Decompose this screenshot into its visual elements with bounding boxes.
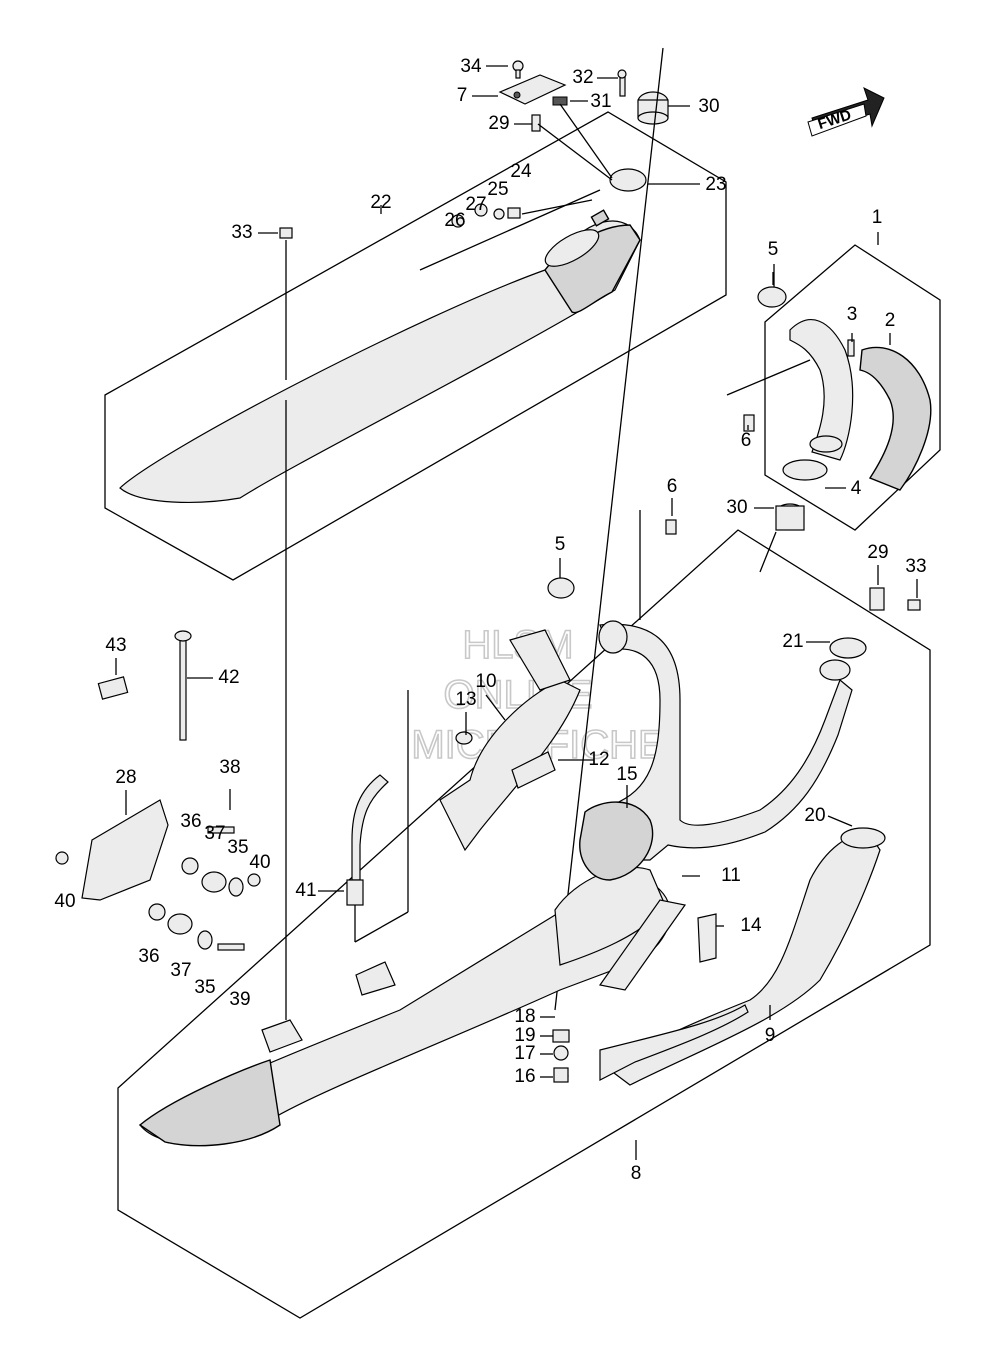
callout-label: 8 <box>631 1163 642 1184</box>
callout-label: 11 <box>721 865 741 886</box>
callout-label: 31 <box>590 91 611 112</box>
callout-label: 24 <box>510 161 532 182</box>
callout-label: 29 <box>867 542 888 563</box>
fwd-label: FWD <box>816 106 854 133</box>
callout-label: 27 <box>465 194 486 215</box>
callout-label: 36 <box>138 946 159 967</box>
heat-shield <box>598 827 886 1086</box>
callout-label: 3 <box>847 304 858 325</box>
callout-label: 14 <box>740 915 762 936</box>
callout-label: 38 <box>219 757 240 778</box>
callout-label: 35 <box>194 977 215 998</box>
lower-leaders <box>115 272 918 1160</box>
upper-hardware <box>279 60 669 239</box>
callout-label: 40 <box>249 852 270 873</box>
forward-arrow-icon: FWD <box>807 87 885 137</box>
callout-label: 2 <box>885 310 896 331</box>
callout-label: 22 <box>370 192 391 213</box>
callout-label: 5 <box>555 534 566 555</box>
callout-label: 5 <box>768 239 779 260</box>
callout-label: 15 <box>616 764 637 785</box>
callout-label: 37 <box>170 960 191 981</box>
lower-muffler-box <box>117 529 931 1319</box>
callout-labels: 34 7 32 31 30 29 22 24 25 27 26 23 33 1 … <box>54 56 926 1184</box>
upper-leaders <box>258 47 700 1011</box>
callout-label: 33 <box>905 556 926 577</box>
callout-label: 43 <box>105 635 126 656</box>
exhaust-pipe <box>439 620 853 881</box>
callout-label: 20 <box>804 805 825 826</box>
callout-label: 7 <box>457 85 468 106</box>
callout-label: 39 <box>229 989 250 1010</box>
callout-label: 23 <box>705 174 726 195</box>
callout-label: 26 <box>444 210 465 231</box>
left-hardware <box>55 630 409 951</box>
callout-label: 10 <box>475 671 496 692</box>
upper-muffler-body <box>119 220 641 503</box>
callout-label: 37 <box>204 823 225 844</box>
callout-label: 16 <box>514 1066 535 1087</box>
callout-label: 13 <box>455 689 476 710</box>
callout-label: 18 <box>514 1006 535 1027</box>
callout-label: 32 <box>572 67 593 88</box>
callout-label: 9 <box>765 1025 776 1046</box>
callout-label: 29 <box>488 113 509 134</box>
callout-label: 19 <box>514 1025 535 1046</box>
callout-label: 6 <box>667 476 678 497</box>
upper-muffler-box <box>104 111 727 581</box>
lower-hardware <box>547 519 921 1083</box>
callout-label: 25 <box>487 179 508 200</box>
callout-label: 1 <box>872 207 883 228</box>
callout-label: 42 <box>218 667 239 688</box>
joint-pipe-box <box>726 232 941 573</box>
callout-label: 28 <box>115 767 136 788</box>
callout-label: 12 <box>588 749 609 770</box>
callout-label: 36 <box>180 811 201 832</box>
callout-label: 4 <box>851 478 862 499</box>
callout-label: 35 <box>227 837 248 858</box>
callout-label: 34 <box>460 56 482 77</box>
callout-label: 6 <box>741 430 752 451</box>
callout-label: 40 <box>54 891 75 912</box>
callout-label: 41 <box>295 880 316 901</box>
callout-label: 33 <box>231 222 252 243</box>
callout-label: 21 <box>782 631 803 652</box>
callout-label: 30 <box>698 96 719 117</box>
callout-label: 30 <box>726 497 747 518</box>
callout-label: 17 <box>514 1043 535 1064</box>
